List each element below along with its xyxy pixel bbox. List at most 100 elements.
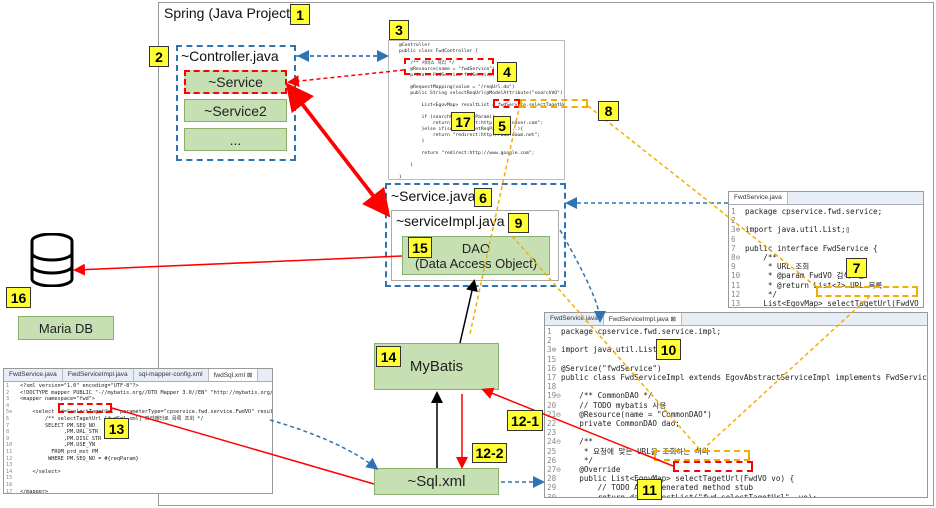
line-number: 27⊖ bbox=[547, 465, 561, 475]
code-line: 17 </mapper> bbox=[6, 488, 270, 494]
line-text: */ bbox=[745, 289, 778, 299]
code-line: 29 // TODO Auto-generated method stub bbox=[547, 483, 925, 492]
connector-sql-id bbox=[111, 407, 375, 485]
dao-label: DAO bbox=[461, 240, 491, 256]
code-line: 10 ,PM.USE_YN bbox=[6, 442, 270, 449]
code-line: 9 * URL 조회 bbox=[731, 262, 921, 271]
tag-5: 5 bbox=[493, 116, 511, 135]
line-text: <?xml version="1.0" encoding="UTF-8"?> bbox=[20, 383, 139, 389]
line-text: /** CommonDAO */ bbox=[561, 391, 653, 401]
code-line: 9 ,PM.DISC_STR bbox=[6, 436, 270, 443]
code-line: 13 bbox=[6, 462, 270, 469]
controller-code-line: @RequestMapping(value = "/reqUrl.do") bbox=[399, 85, 515, 90]
line-text: <!DOCTYPE mapper PUBLIC "-//mybatis.org/… bbox=[20, 389, 273, 396]
tab-sql-2[interactable]: FwdServiceImpl.java bbox=[63, 369, 134, 381]
line-number: 15 bbox=[547, 354, 557, 364]
dao-desc: (Data Access Object) bbox=[414, 255, 538, 271]
line-number: 13 bbox=[6, 462, 13, 469]
code-line: 27⊖ @Override bbox=[547, 465, 925, 474]
tag-12-1: 12-1 bbox=[507, 410, 543, 431]
code-line: 3⊕import java.util.List;▯ bbox=[731, 225, 921, 234]
service-title: ~Service.java bbox=[391, 188, 476, 204]
controller-code-line: } bbox=[399, 175, 402, 180]
line-text: @Service("fwdService") bbox=[561, 363, 662, 373]
line-text: @Resource(name = "CommonDAO") bbox=[561, 409, 712, 419]
line-number: 17 bbox=[6, 488, 13, 494]
tab-fwd-impl[interactable]: FwdServiceImpl.java ⊠ bbox=[603, 313, 682, 325]
connector-orange-2 bbox=[699, 295, 871, 453]
code-line: 12 */ bbox=[731, 290, 921, 299]
code-line: 21⊖ @Resource(name = "CommonDAO") bbox=[547, 410, 925, 419]
database-icon bbox=[30, 233, 74, 287]
code-line: 24⊖ /** bbox=[547, 437, 925, 446]
line-number: 19⊖ bbox=[547, 391, 561, 401]
tag-12-2: 12-2 bbox=[472, 443, 507, 463]
tab-sql-1[interactable]: FwdService.java bbox=[4, 369, 63, 381]
line-number: 21⊖ bbox=[547, 409, 561, 419]
code-line: 8 ,PM.URL_STR bbox=[6, 429, 270, 436]
line-number: 13 bbox=[731, 299, 741, 308]
tag-8: 8 bbox=[598, 101, 619, 121]
highlight-service-call bbox=[493, 99, 520, 108]
tag-3: 3 bbox=[389, 20, 409, 40]
controller-code-line: return "redirect:http://www.google.com"; bbox=[399, 151, 535, 156]
line-number: 25 bbox=[547, 446, 557, 456]
highlight-impl-method bbox=[654, 450, 750, 461]
line-text: public interface FwdService { bbox=[745, 243, 878, 253]
line-text: package cpservice.fwd.service; bbox=[745, 207, 883, 216]
line-text: ,PM.URL_STR bbox=[20, 429, 99, 436]
line-text: ,PM.DISC_STR bbox=[20, 435, 102, 442]
controller-item-more: ... bbox=[184, 128, 287, 151]
maria-db-box: Maria DB bbox=[18, 316, 114, 340]
controller-code-line: } bbox=[399, 163, 414, 168]
tag-16: 16 bbox=[6, 287, 31, 308]
line-text: import java.util.List;▯ bbox=[561, 345, 667, 355]
line-text: /** bbox=[745, 253, 778, 263]
line-number: 3⊕ bbox=[731, 225, 741, 235]
line-text: /** bbox=[561, 437, 594, 447]
tab-sql-3[interactable]: sql-mapper-config.xml bbox=[134, 369, 209, 381]
line-text: package cpservice.fwd.service.impl; bbox=[561, 327, 722, 336]
code-line: 18 bbox=[547, 382, 925, 391]
connector-service-resource bbox=[287, 69, 405, 88]
highlight-resource bbox=[404, 58, 494, 75]
code-line: 23 bbox=[547, 428, 925, 437]
fwd-impl-tabbar: FwdService.java FwdServiceImpl.java ⊠ bbox=[545, 313, 927, 326]
code-line: 1<?xml version="1.0" encoding="UTF-8"?> bbox=[6, 383, 270, 390]
line-text: </mapper> bbox=[20, 488, 49, 494]
highlight-method-call bbox=[520, 99, 588, 108]
tag-2: 2 bbox=[149, 46, 169, 67]
controller-code-line: } bbox=[399, 139, 425, 144]
controller-code-line: @Resource(name = "fwdService") bbox=[399, 67, 495, 72]
controller-code-line: return "redirect:http://www.daum.net"; bbox=[399, 133, 541, 138]
line-number: 28 bbox=[547, 474, 557, 484]
tab-sql-4[interactable]: fwdSql.xml ⊠ bbox=[208, 369, 259, 381]
connector-mybatis-service bbox=[459, 279, 478, 344]
service-impl-title: ~serviceImpl.java bbox=[396, 213, 505, 229]
line-number: 17 bbox=[547, 373, 557, 383]
code-line: 7 SELECT PM.SEQ_NO bbox=[6, 423, 270, 430]
code-line: 14 </select> bbox=[6, 469, 270, 476]
controller-code-line: private FwdService fwdService; bbox=[399, 73, 495, 78]
controller-code-line: public class FwdController { bbox=[399, 49, 479, 54]
connector-impl-editor bbox=[559, 229, 606, 323]
line-text: * @return List<?> URL 목록 bbox=[767, 280, 883, 290]
line-number: 6 bbox=[6, 415, 10, 422]
line-number: 12 bbox=[6, 455, 13, 462]
tag-15: 15 bbox=[408, 237, 432, 258]
line-number: 24⊖ bbox=[547, 437, 561, 447]
tab-fwd-service[interactable]: FwdService.java bbox=[729, 192, 788, 204]
code-line: 15 bbox=[6, 475, 270, 482]
code-line: 28 public List<EgovMap> selectTagetUrl(F… bbox=[547, 474, 925, 483]
controller-title: ~Controller.java bbox=[181, 48, 279, 64]
line-number: 16 bbox=[6, 481, 13, 488]
line-number: 2 bbox=[547, 336, 552, 346]
